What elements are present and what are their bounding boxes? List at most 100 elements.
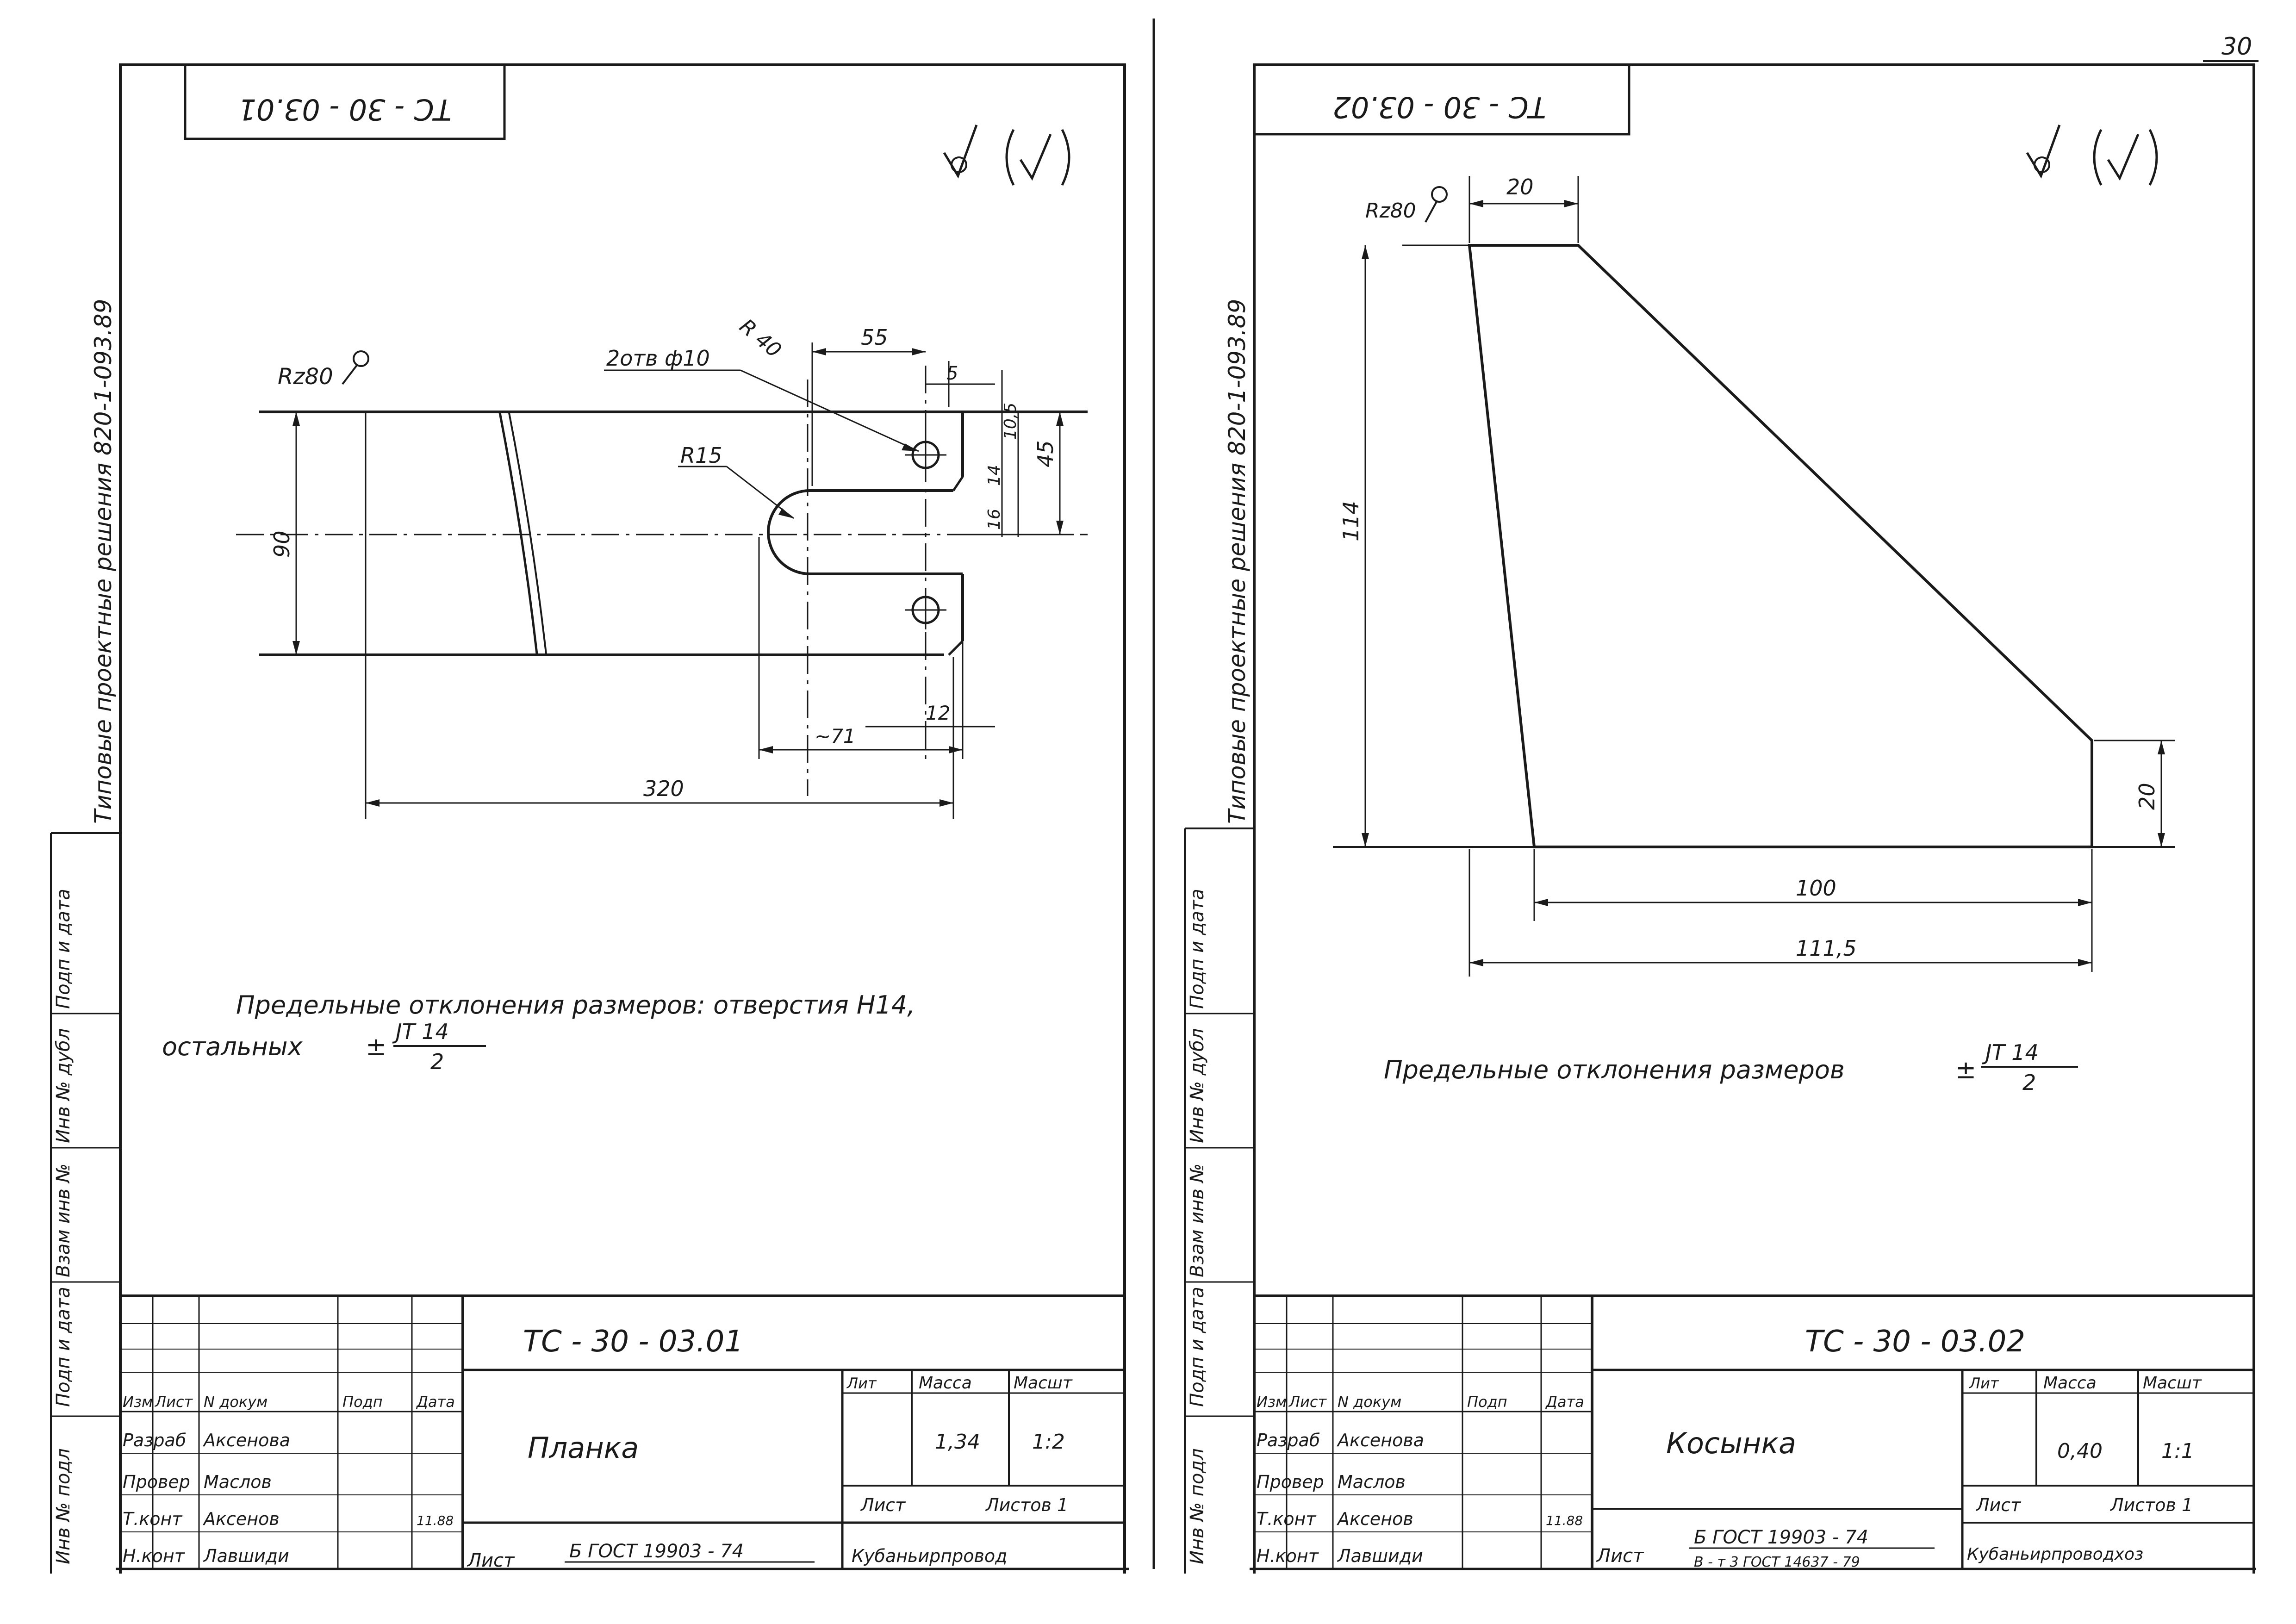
dim-45: 45 — [1033, 440, 1058, 467]
tb-hdr-ndok: N докум — [204, 1393, 268, 1411]
dim-320: 320 — [643, 776, 684, 801]
note-fraction-num: JT 14 — [392, 1019, 449, 1044]
dim-90: 90 — [269, 530, 294, 558]
tb-r-scale: 1:1 — [2161, 1439, 2194, 1463]
note-line-1: Предельные отклонения размеров: отверсти… — [236, 990, 915, 1020]
tb-r-hdr-ndok: N докум — [1338, 1393, 1401, 1411]
tb-role-3: Т.конт — [123, 1509, 183, 1529]
tb-r-role-1: Разраб — [1257, 1430, 1320, 1450]
tb-role-2: Провер — [123, 1472, 190, 1492]
title-block-right: Изм Лист N докум Подп Дата Разраб Провер… — [1254, 1294, 2254, 1570]
tb-r-material-1: Лист — [1596, 1545, 1644, 1567]
tb-r-sheets: Листов 1 — [2109, 1495, 2193, 1515]
stamp-label-1: Инв № подл — [53, 1448, 74, 1564]
dim-14: 14 — [985, 465, 1004, 486]
note-pm-right: ± — [1955, 1055, 1976, 1084]
tb-col-mass: Масса — [919, 1374, 972, 1393]
note-fraction-den: 2 — [430, 1049, 444, 1074]
tb-material-2: Б ГОСТ 19903 - 74 — [569, 1541, 744, 1562]
tb-r-hdr-izm: Изм — [1257, 1393, 1287, 1411]
code-box-upside-down: ТС - 30 - 03.01 — [238, 93, 451, 126]
tb-date: 11.88 — [417, 1513, 454, 1528]
tb-r-col-mass: Масса — [2043, 1374, 2097, 1393]
stamp-label-5: Подп и дата — [53, 889, 74, 1009]
stamp-label-r2: Подп и дата — [1187, 1287, 1208, 1407]
tb-r-person-1: Аксенова — [1336, 1430, 1424, 1450]
tb-hdr-date: Дата — [416, 1393, 455, 1411]
tb-r-role-3: Т.конт — [1257, 1509, 1317, 1529]
note-pm: ± — [366, 1032, 386, 1061]
tb-r-col-lit: Лит — [1969, 1375, 1999, 1392]
tb-r-designation: ТС - 30 - 03.02 — [1805, 1325, 2025, 1359]
tb-r-material-2: Б ГОСТ 19903 - 74 — [1694, 1527, 1868, 1548]
tb-designation: ТС - 30 - 03.01 — [523, 1325, 743, 1359]
tb-hdr-list: Лист — [155, 1393, 193, 1411]
tb-hdr-podp: Подп — [342, 1393, 383, 1411]
tb-r-hdr-date: Дата — [1545, 1393, 1584, 1411]
series-margin-text: Типовые проектные решения 820-1-093.89 — [90, 299, 117, 824]
tb-r-role-4: Н.конт — [1257, 1546, 1319, 1566]
tb-r-hdr-list: Лист — [1288, 1393, 1327, 1411]
tb-r-material-3: В - т 3 ГОСТ 14637 - 79 — [1694, 1554, 1860, 1570]
tb-r-part-name: Косынка — [1666, 1426, 1796, 1460]
tb-col-scale: Масшт — [1014, 1374, 1073, 1393]
tb-sheets: Листов 1 — [985, 1495, 1068, 1515]
dim-5: 5 — [946, 363, 958, 384]
tb-person-3: Аксенов — [202, 1509, 280, 1529]
title-block-left: Изм Лист N докум Подп Дата Разраб Провер… — [120, 1294, 1125, 1571]
roughness-label-right: Rz80 — [1365, 199, 1416, 223]
tb-role-4: Н.конт — [123, 1546, 186, 1566]
dim-71: ~71 — [815, 725, 856, 747]
dim-20-top: 20 — [1506, 174, 1534, 199]
tb-person-2: Маслов — [204, 1472, 272, 1492]
page-number: 30 — [2221, 33, 2252, 61]
roughness-label: Rz80 — [278, 364, 333, 390]
surface-finish-symbol — [943, 124, 1070, 186]
stamp-label-r4: Инв № дубл — [1187, 1028, 1208, 1143]
surface-finish-symbol-right — [2026, 124, 2158, 186]
label-r15: R15 — [680, 443, 722, 468]
tb-scale: 1:2 — [1032, 1430, 1065, 1454]
tb-r-person-2: Маслов — [1338, 1472, 1406, 1492]
dim-100: 100 — [1796, 876, 1836, 901]
tb-role-1: Разраб — [123, 1430, 186, 1450]
stamp-label-2: Подп и дата — [53, 1287, 74, 1407]
tb-mass: 1,34 — [935, 1430, 980, 1454]
tb-col-lit: Лит — [846, 1375, 877, 1392]
tb-r-person-4: Лавшиди — [1337, 1546, 1423, 1566]
label-holes: 2отв ф10 — [606, 346, 710, 371]
note-line-2: остальных — [162, 1032, 303, 1061]
note-line-right: Предельные отклонения размеров — [1384, 1055, 1845, 1084]
code-box-upside-down-right: ТС - 30 - 03.02 — [1332, 90, 1546, 124]
dim-16: 16 — [985, 509, 1004, 530]
note-fraction-den-right: 2 — [2022, 1070, 2036, 1095]
stamp-label-r5: Подп и дата — [1187, 889, 1208, 1009]
dim-10-5: 10,5 — [1001, 403, 1020, 440]
stamp-label-4: Инв № дубл — [53, 1028, 74, 1143]
note-fraction-num-right: JT 14 — [1982, 1040, 2039, 1065]
tb-r-person-3: Аксенов — [1336, 1509, 1413, 1529]
tb-material-1: Лист — [467, 1550, 515, 1571]
tb-r-role-2: Провер — [1257, 1472, 1324, 1492]
label-r40: R 40 — [735, 314, 786, 362]
dim-111-5: 111,5 — [1796, 936, 1857, 961]
tb-r-sheet: Лист — [1975, 1495, 2022, 1515]
tb-r-date: 11.88 — [1546, 1513, 1583, 1528]
tb-r-org: Кубаньирпроводхоз — [1967, 1545, 2143, 1564]
dim-12: 12 — [926, 702, 950, 724]
tb-org: Кубаньирпровод — [852, 1546, 1007, 1566]
tb-person-1: Аксенова — [202, 1430, 290, 1450]
tb-part-name: Планка — [528, 1431, 639, 1465]
dim-20-side: 20 — [2134, 783, 2159, 810]
tb-sheet: Лист — [860, 1495, 906, 1515]
sheet-right: Инв № подл Подп и дата Взам инв № Инв № … — [1184, 63, 2256, 1574]
tb-r-mass: 0,40 — [2057, 1439, 2103, 1463]
tb-hdr-izm: Изм — [123, 1393, 153, 1411]
series-margin-text-right: Типовые проектные решения 820-1-093.89 — [1224, 299, 1251, 824]
dim-55: 55 — [861, 325, 888, 350]
tb-r-hdr-podp: Подп — [1467, 1393, 1507, 1411]
stamp-label-r3: Взам инв № — [1187, 1164, 1208, 1277]
tb-r-col-scale: Масшт — [2143, 1374, 2202, 1393]
stamp-label-r1: Инв № подл — [1187, 1448, 1208, 1564]
